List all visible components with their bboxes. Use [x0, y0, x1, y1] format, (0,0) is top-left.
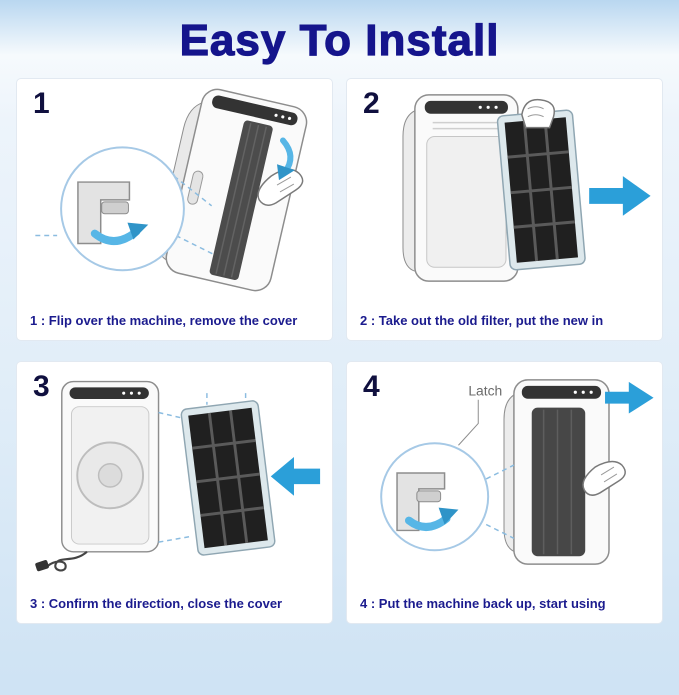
- latch-label: Latch: [468, 383, 502, 399]
- step-caption-4: 4 : Put the machine back up, start using: [360, 596, 606, 611]
- step-panel-2: 2: [346, 78, 663, 341]
- direction-arrow-icon: [589, 176, 651, 216]
- rotate-arrow-icon: [90, 222, 149, 245]
- direction-arrow-icon: [605, 381, 654, 414]
- latch-zoom-circle: [380, 442, 490, 552]
- air-purifier-closed-illustration: [503, 379, 610, 565]
- step-caption-1: 1 : Flip over the machine, remove the co…: [30, 313, 298, 328]
- step1-illustration: [35, 88, 308, 292]
- latch-zoom-circle: [60, 146, 185, 272]
- steps-grid: 1: [0, 78, 679, 624]
- air-purifier-illustration: [402, 94, 519, 282]
- callout-dashed-line: [173, 175, 216, 257]
- step-caption-2: 2 : Take out the old filter, put the new…: [360, 313, 604, 328]
- hand-icon: [582, 460, 626, 496]
- step-number-3: 3: [33, 370, 50, 403]
- power-cord-icon: [35, 550, 88, 572]
- step-number-2: 2: [363, 87, 380, 120]
- page-title: Easy To Install: [179, 15, 500, 65]
- air-purifier-open-illustration: [61, 380, 160, 553]
- step-number-1: 1: [33, 87, 50, 120]
- hand-icon: [521, 98, 555, 129]
- filter-illustration: [496, 109, 586, 271]
- instruction-sheet: Easy To Install 1: [0, 15, 679, 624]
- step-panel-3: 3: [16, 361, 333, 624]
- latch-leader-line: [458, 399, 479, 446]
- step2-illustration: [402, 94, 651, 282]
- step4-illustration: Latch: [380, 379, 654, 565]
- pull-direction-arrow-icon: [277, 137, 295, 181]
- step-panel-4: 4 Latch: [346, 361, 663, 624]
- air-purifier-tilted-illustration: [157, 88, 308, 292]
- step3-illustration: [35, 380, 321, 572]
- filter-illustration: [180, 400, 276, 556]
- step-caption-3: 3 : Confirm the direction, close the cov…: [30, 596, 283, 611]
- step-number-4: 4: [363, 370, 380, 403]
- direction-arrow-icon: [270, 457, 321, 496]
- step-panel-1: 1: [16, 78, 333, 341]
- rotate-arrow-icon: [404, 507, 459, 531]
